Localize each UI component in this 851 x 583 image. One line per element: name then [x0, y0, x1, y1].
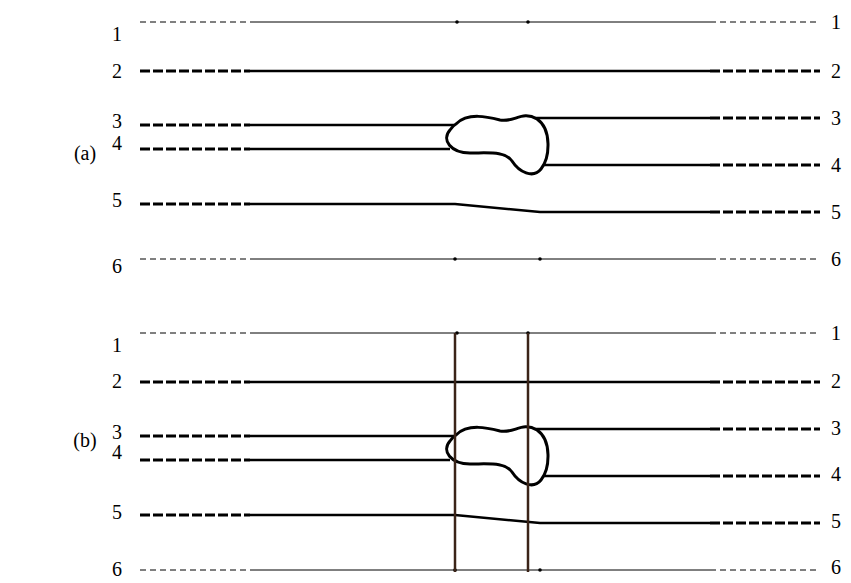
line-number: 1	[831, 323, 841, 343]
line-number: 4	[831, 155, 841, 175]
line-number: 5	[112, 190, 122, 210]
panel-b	[140, 331, 820, 572]
line-number: 2	[831, 61, 841, 81]
line-number: 2	[112, 371, 122, 391]
line-number: 6	[112, 559, 122, 579]
panel-a	[140, 20, 820, 261]
line-number: 3	[831, 108, 841, 128]
line-number: 5	[112, 502, 122, 522]
line-number: 1	[831, 12, 841, 32]
line-number: 3	[112, 111, 122, 131]
line-number: 1	[112, 24, 122, 44]
line-number: 2	[112, 61, 122, 81]
line-number: 5	[831, 202, 841, 222]
line-number: 5	[831, 511, 841, 531]
line-number: 6	[831, 557, 841, 577]
line-number: 4	[112, 133, 122, 153]
vertical-line	[527, 333, 530, 572]
line-number: 4	[112, 442, 122, 462]
line-number: 6	[831, 249, 841, 269]
panel-label: (b)	[73, 430, 96, 450]
line-number: 6	[112, 256, 122, 276]
vertical-line	[454, 333, 457, 572]
panel-label: (a)	[74, 143, 96, 163]
line-number: 1	[112, 335, 122, 355]
line-number: 2	[831, 371, 841, 391]
line-number: 3	[831, 418, 841, 438]
line-number: 3	[112, 422, 122, 442]
line-number: 4	[831, 464, 841, 484]
